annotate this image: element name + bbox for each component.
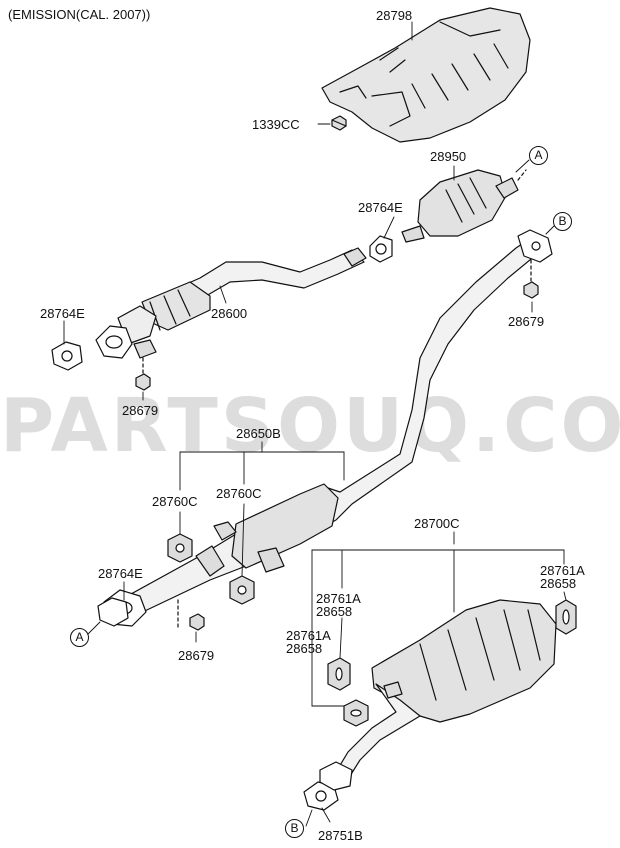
ref-circle-a-bottom: A <box>70 628 89 647</box>
gasket-28764e-front[interactable] <box>51 341 83 371</box>
hanger-28658-lower[interactable] <box>343 699 369 727</box>
part-label-28764e-front[interactable]: 28764E <box>40 306 85 321</box>
part-label-28760c-right[interactable]: 28760C <box>216 486 262 501</box>
part-label-28679-rear[interactable]: 28679 <box>508 314 545 329</box>
gasket-28764e-lower[interactable] <box>97 597 129 627</box>
part-label-28679-front[interactable]: 28679 <box>122 403 159 418</box>
part-label-28658-lower[interactable]: 28658 <box>286 641 323 656</box>
part-label-28600[interactable]: 28600 <box>211 306 248 321</box>
part-label-28760c-left[interactable]: 28760C <box>152 494 198 509</box>
nut-28679-rear[interactable] <box>523 281 539 299</box>
ref-circle-a-top: A <box>529 146 548 165</box>
part-label-28751b[interactable]: 28751B <box>318 828 363 843</box>
rear-muffler-28700c[interactable] <box>335 599 557 777</box>
gasket-28751b[interactable] <box>303 761 353 811</box>
page-title: (EMISSION(CAL. 2007)) <box>8 7 151 22</box>
nut-28679-front[interactable] <box>135 373 151 391</box>
part-label-28764e-lower[interactable]: 28764E <box>98 566 143 581</box>
front-pipe-28600[interactable] <box>95 247 367 359</box>
catalytic-converter-28950[interactable] <box>401 169 527 243</box>
part-label-28679-center[interactable]: 28679 <box>178 648 215 663</box>
ref-circle-b-top: B <box>553 212 572 231</box>
ref-circle-b-bottom: B <box>285 819 304 838</box>
heat-shield-28798[interactable] <box>321 7 531 143</box>
part-label-28950[interactable]: 28950 <box>430 149 467 164</box>
part-label-28761a-upper[interactable]: 28761A <box>316 591 361 606</box>
part-label-28761a-lower[interactable]: 28761A <box>286 628 331 643</box>
part-label-28700c[interactable]: 28700C <box>414 516 460 531</box>
part-label-28658-right[interactable]: 28658 <box>540 576 577 591</box>
hanger-28760c-right[interactable] <box>229 575 255 605</box>
part-label-28798[interactable]: 28798 <box>376 8 413 23</box>
part-label-28658-upper[interactable]: 28658 <box>316 604 353 619</box>
center-pipe-28650b[interactable] <box>103 229 553 627</box>
part-label-1339cc[interactable]: 1339CC <box>252 117 300 132</box>
hanger-28658-right[interactable] <box>555 599 577 635</box>
part-label-28761a-right[interactable]: 28761A <box>540 563 585 578</box>
gasket-28764e-upper[interactable] <box>369 235 393 263</box>
part-label-28650b[interactable]: 28650B <box>236 426 281 441</box>
nut-1339cc[interactable] <box>331 115 347 131</box>
hanger-28760c-left[interactable] <box>167 533 193 563</box>
nut-28679-center[interactable] <box>189 613 205 631</box>
hanger-28658-upper[interactable] <box>327 657 351 691</box>
part-label-28764e-upper[interactable]: 28764E <box>358 200 403 215</box>
